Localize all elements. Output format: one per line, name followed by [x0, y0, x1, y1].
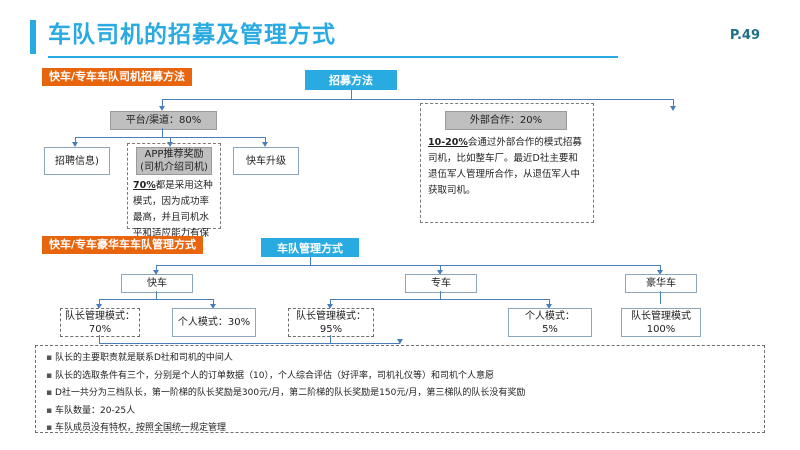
connector-to-child-2 [170, 137, 171, 143]
box-zhuanche-personal-mode[interactable]: 个人模式： 5% [508, 308, 592, 337]
note-item: ▪ 队长的选取条件有三个，分别是个人的订单数据（10），个人综合评估（好评率，司… [46, 371, 754, 382]
chip-recruitment-method[interactable]: 招募方法 [305, 70, 397, 90]
note-text: 车队成员没有特权，按照全国统一规定管理 [55, 423, 227, 433]
box-zhuanche-captain-line2: 95% [319, 323, 343, 335]
connector-kuaiche-bus [99, 299, 213, 300]
connector-to-child-3 [265, 137, 266, 143]
box-recruit-info[interactable]: 招聘信息) [44, 147, 110, 175]
connector-top-bus [162, 99, 673, 100]
connector-zhuanche-mode2 [549, 299, 550, 305]
box-zhuanche-captain-mode[interactable]: 队长管理模式： 95% [288, 308, 374, 337]
connector-kuaiche-captain-to-notes [99, 335, 100, 343]
note-item: ▪ 队长的主要职责就是联系D社和司机的中间人 [46, 353, 754, 364]
connector-to-external [673, 99, 674, 107]
connector-to-haohuache [660, 265, 661, 271]
box-kuaiche-personal-mode[interactable]: 个人模式：30% [172, 308, 256, 337]
title-underline-rule [48, 56, 618, 58]
connector-notes-bus [99, 343, 331, 344]
notes-panel: ▪ 队长的主要职责就是联系D社和司机的中间人 ▪ 队长的选取条件有三个，分别是个… [35, 345, 765, 433]
note-item: ▪ 车队数量：20-25人 [46, 406, 754, 417]
arrow-to-child-3 [261, 142, 268, 147]
note-external-rest: 会通过外部合作的模式招募司机，比如整车厂。最近D社主要和退伍军人管理所合作，从退… [428, 137, 582, 196]
section-tag-recruitment: 快车/专车车队司机招募方法 [42, 68, 193, 86]
box-haohuache-captain-mode[interactable]: 队长管理模式 100% [621, 308, 701, 337]
connector-haohuache-stem [660, 291, 661, 304]
connector-chip-stem [351, 90, 352, 99]
title-accent-bar [30, 20, 36, 54]
box-branch-kuaiche[interactable]: 快车 [121, 274, 193, 293]
box-zhuanche-personal-line1: 个人模式： [525, 310, 575, 322]
note-app-referral-bold: 70% [133, 180, 156, 191]
box-external-cooperation[interactable]: 外部合作：20% [445, 111, 567, 130]
connector-to-child-1 [75, 137, 76, 143]
box-kuaiche-captain-mode[interactable]: 队长管理模式： 70% [60, 308, 140, 337]
arrow-zhuanche-mode2 [545, 304, 552, 309]
box-app-referral-line2: (司机介绍司机) [140, 162, 208, 173]
box-app-referral-line1: APP推荐奖励 [144, 149, 204, 160]
box-branch-zhuanche[interactable]: 专车 [405, 274, 477, 293]
connector-zhuanche-mode1 [330, 299, 331, 305]
arrow-to-zhuanche [436, 270, 443, 275]
bullet-icon: ▪ [46, 370, 53, 381]
connector-zhuanche-stem [440, 291, 441, 299]
arrow-kuaiche-mode1 [95, 304, 102, 309]
box-kuaiche-captain-line2: 70% [88, 323, 112, 335]
note-text: D社一共分为三档队长，第一阶梯的队长奖励是300元/月，第二阶梯的队长奖励是15… [55, 388, 526, 398]
arrow-to-haohuache [656, 270, 663, 275]
bullet-icon: ▪ [46, 353, 53, 363]
connector-kuaiche-mode1 [99, 299, 100, 305]
note-item: ▪ D社一共分为三档队长，第一阶梯的队长奖励是300元/月，第二阶梯的队长奖励是… [46, 388, 754, 399]
connector-zhuanche-bus [330, 299, 549, 300]
note-text: 车队数量：20-25人 [55, 405, 136, 416]
arrow-to-notes [396, 339, 403, 344]
arrow-to-platform [158, 106, 165, 111]
box-kuaiche-captain-line1: 队长管理模式： [65, 310, 135, 322]
connector-mgmt-bus [156, 265, 660, 266]
chip-fleet-management[interactable]: 车队管理方式 [261, 238, 359, 257]
arrow-to-child-1 [71, 142, 78, 147]
connector-to-platform [162, 99, 163, 107]
arrow-to-child-2 [166, 142, 173, 147]
arrow-to-kuaiche [152, 270, 159, 275]
box-branch-haohuache[interactable]: 豪华车 [625, 274, 697, 293]
box-app-referral-reward[interactable]: APP推荐奖励 (司机介绍司机) [136, 147, 212, 175]
note-external-cooperation: 10-20%会通过外部合作的模式招募司机，比如整车厂。最近D社主要和退伍军人管理… [428, 135, 586, 199]
box-zhuanche-personal-line2: 5% [542, 323, 558, 335]
section-tag-management: 快车/专车豪华车车队管理方式 [42, 236, 204, 254]
bullet-icon: ▪ [46, 405, 53, 416]
connector-mgmt-chip-stem [310, 257, 311, 265]
box-haohuache-captain-line1: 队长管理模式 [631, 310, 691, 322]
arrow-kuaiche-mode2 [209, 304, 216, 309]
note-external-bold: 10-20% [428, 137, 468, 148]
connector-zhuanche-captain-to-notes [330, 335, 331, 343]
note-text: 队长的选取条件有三个，分别是个人的订单数据（10），个人综合评估（好评率，司机礼… [55, 370, 494, 381]
box-kuaiche-upgrade[interactable]: 快车升级 [233, 147, 299, 175]
note-item: ▪ 车队成员没有特权，按照全国统一规定管理 [46, 423, 754, 434]
group-app-referral [127, 143, 221, 229]
bullet-icon: ▪ [46, 423, 53, 433]
connector-to-zhuanche [440, 265, 441, 271]
connector-to-kuaiche [156, 265, 157, 271]
connector-notes-bus-2 [330, 343, 400, 344]
slide-header: 车队司机的招募及管理方式 [30, 18, 770, 58]
group-external-cooperation [420, 103, 594, 223]
page-number: P.49 [729, 28, 760, 43]
page-title: 车队司机的招募及管理方式 [48, 22, 336, 48]
connector-kuaiche-mode2 [213, 299, 214, 305]
arrow-to-external [669, 106, 676, 111]
arrow-zhuanche-mode1 [326, 304, 333, 309]
connector-platform-stem [162, 128, 163, 137]
connector-kuaiche-stem [156, 291, 157, 299]
box-zhuanche-captain-line1: 队长管理模式： [296, 310, 366, 322]
note-text: 队长的主要职责就是联系D社和司机的中间人 [55, 353, 233, 363]
box-haohuache-captain-line2: 100% [646, 323, 676, 335]
box-platform-channel[interactable]: 平台/渠道：80% [110, 111, 217, 130]
bullet-icon: ▪ [46, 388, 53, 398]
